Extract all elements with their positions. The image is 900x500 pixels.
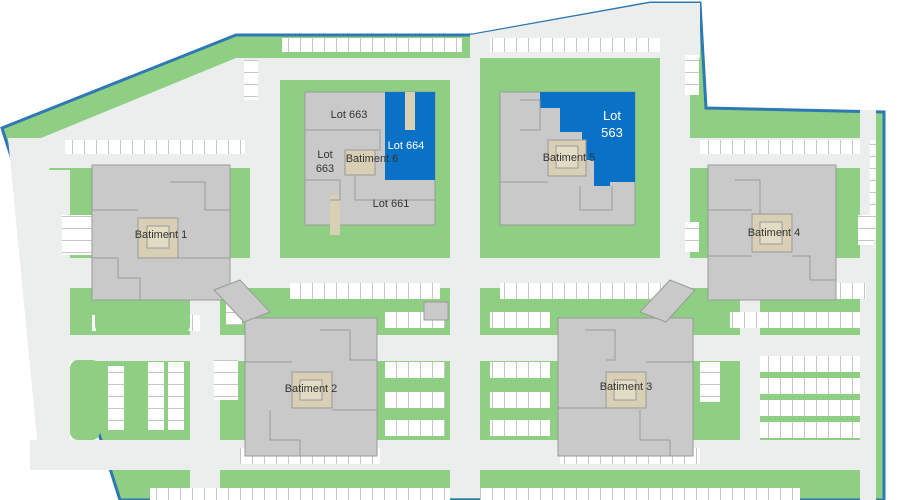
label-lot-661: Lot 661 xyxy=(373,198,410,210)
label-batiment-2: Batiment 2 xyxy=(285,383,338,395)
building-2 xyxy=(244,317,378,457)
label-lot-663-side-line1: Lot xyxy=(317,149,332,161)
label-batiment-6: Batiment 6 xyxy=(346,153,399,165)
building-connectors xyxy=(213,279,696,323)
label-batiment-5: Batiment 5 xyxy=(543,152,596,164)
label-lot-663-side-line2: 663 xyxy=(316,163,334,175)
building-4 xyxy=(707,164,837,301)
map-labels: Batiment 1 Batiment 2 Batiment 3 Batimen… xyxy=(135,108,801,395)
lot-563-highlight[interactable] xyxy=(540,92,635,186)
label-lot-663-top: Lot 663 xyxy=(331,109,368,121)
building-1 xyxy=(91,164,231,301)
label-lot-563-line1: Lot xyxy=(603,108,621,123)
block-batiment-6 xyxy=(304,91,436,235)
label-batiment-1: Batiment 1 xyxy=(135,229,188,241)
label-batiment-3: Batiment 3 xyxy=(600,381,653,393)
label-batiment-4: Batiment 4 xyxy=(748,227,801,239)
label-lot-563-line2: 563 xyxy=(601,125,623,140)
building-3 xyxy=(557,317,694,457)
block-batiment-5 xyxy=(499,91,636,226)
label-lot-664: Lot 664 xyxy=(388,140,425,152)
